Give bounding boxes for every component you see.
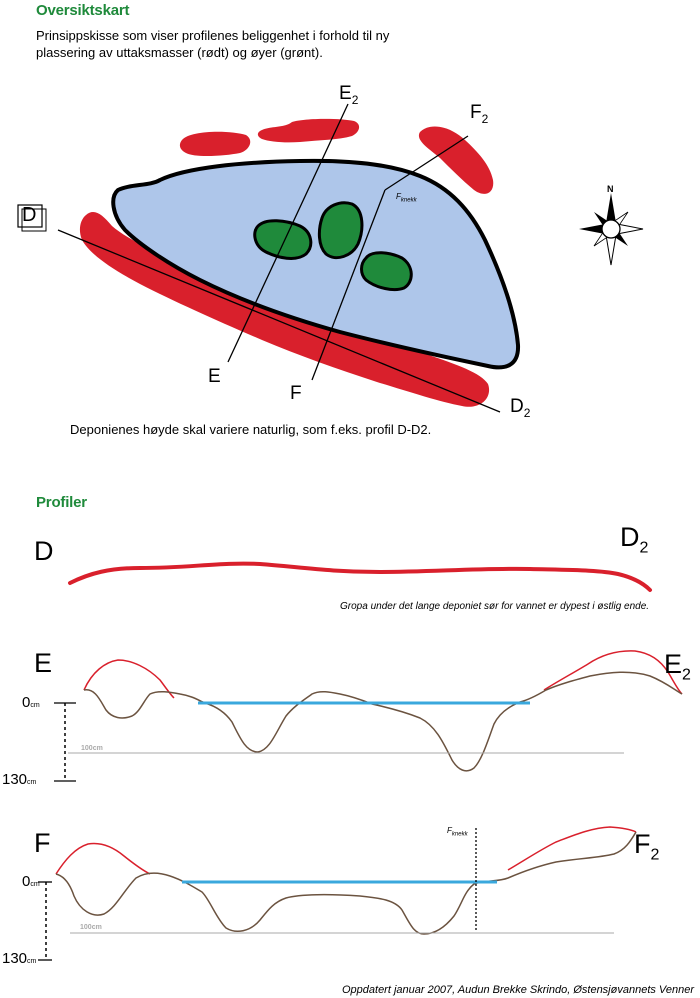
profile-ee2-left-label: E (34, 648, 53, 678)
compass-label-n: N (607, 184, 614, 194)
footer-credit: Oppdatert januar 2007, Audun Brekke Skri… (341, 984, 694, 996)
profile-line-d-d2 (57, 229, 501, 413)
map-label-fknekk: Fknekk (396, 192, 417, 204)
profile-ff2-knekk-label: Fknekk (447, 826, 468, 838)
deposit-top-right (418, 126, 494, 194)
profile-ff2-depth-label: 130cm (2, 950, 37, 967)
profile-ee2-zero-label: 0cm (22, 694, 40, 711)
compass-icon (579, 193, 644, 266)
profile-ff2-ref-label: 100cm (80, 924, 102, 931)
profile-e-e2-deposit-right (543, 650, 683, 695)
deposit-top-left (179, 131, 251, 157)
profile-f-f2-deposit-left (55, 842, 151, 875)
profile-d-d2-deposit (68, 561, 652, 592)
overview-intro: Prinsippskisse som viser profilenes beli… (36, 28, 390, 60)
profile-dd2-note: Gropa under det lange deponiet sør for v… (340, 601, 650, 612)
deposit-top-middle (257, 118, 360, 143)
profile-f-f2-ground (55, 831, 637, 935)
profiles-heading: Profiler (36, 494, 87, 511)
profile-ff2-left-label: F (34, 828, 51, 858)
profile-line-f-f2 (311, 189, 386, 381)
overview-heading: Oversiktskart (36, 2, 130, 19)
map-label-e: E (208, 366, 221, 387)
profile-dd2-left-label: D (34, 536, 54, 566)
profile-e-e2-deposit-left (83, 659, 175, 699)
island-center (317, 201, 364, 260)
profile-ff2-right-label: F2 (634, 829, 660, 864)
map-label-d2: D2 (510, 396, 531, 420)
profile-line-e-e2 (227, 103, 349, 363)
d-label-box-shadow (21, 208, 47, 232)
profile-dd2-right-label: D2 (620, 522, 649, 557)
profile-ee2-right-label: E2 (664, 649, 691, 684)
d-label-box (17, 204, 43, 228)
map-label-d: D (22, 204, 37, 226)
map-label-f2: F2 (470, 102, 489, 126)
profile-f-f2-deposit-right (507, 826, 637, 871)
map-label-f: F (290, 383, 302, 404)
lake (111, 158, 521, 370)
profile-ee2-ref-label: 100cm (81, 745, 103, 752)
profile-ee2-depth-label: 130cm (2, 771, 37, 788)
island-east (360, 251, 413, 292)
profile-line-f-f2-upper (384, 135, 469, 191)
profile-e-e2-ground (83, 671, 683, 772)
overview-caption: Deponienes høyde skal variere naturlig, … (70, 422, 432, 437)
profile-ff2-zero-label: 0cm (22, 873, 40, 890)
map-label-e2: E2 (339, 83, 359, 107)
island-west (253, 219, 313, 260)
